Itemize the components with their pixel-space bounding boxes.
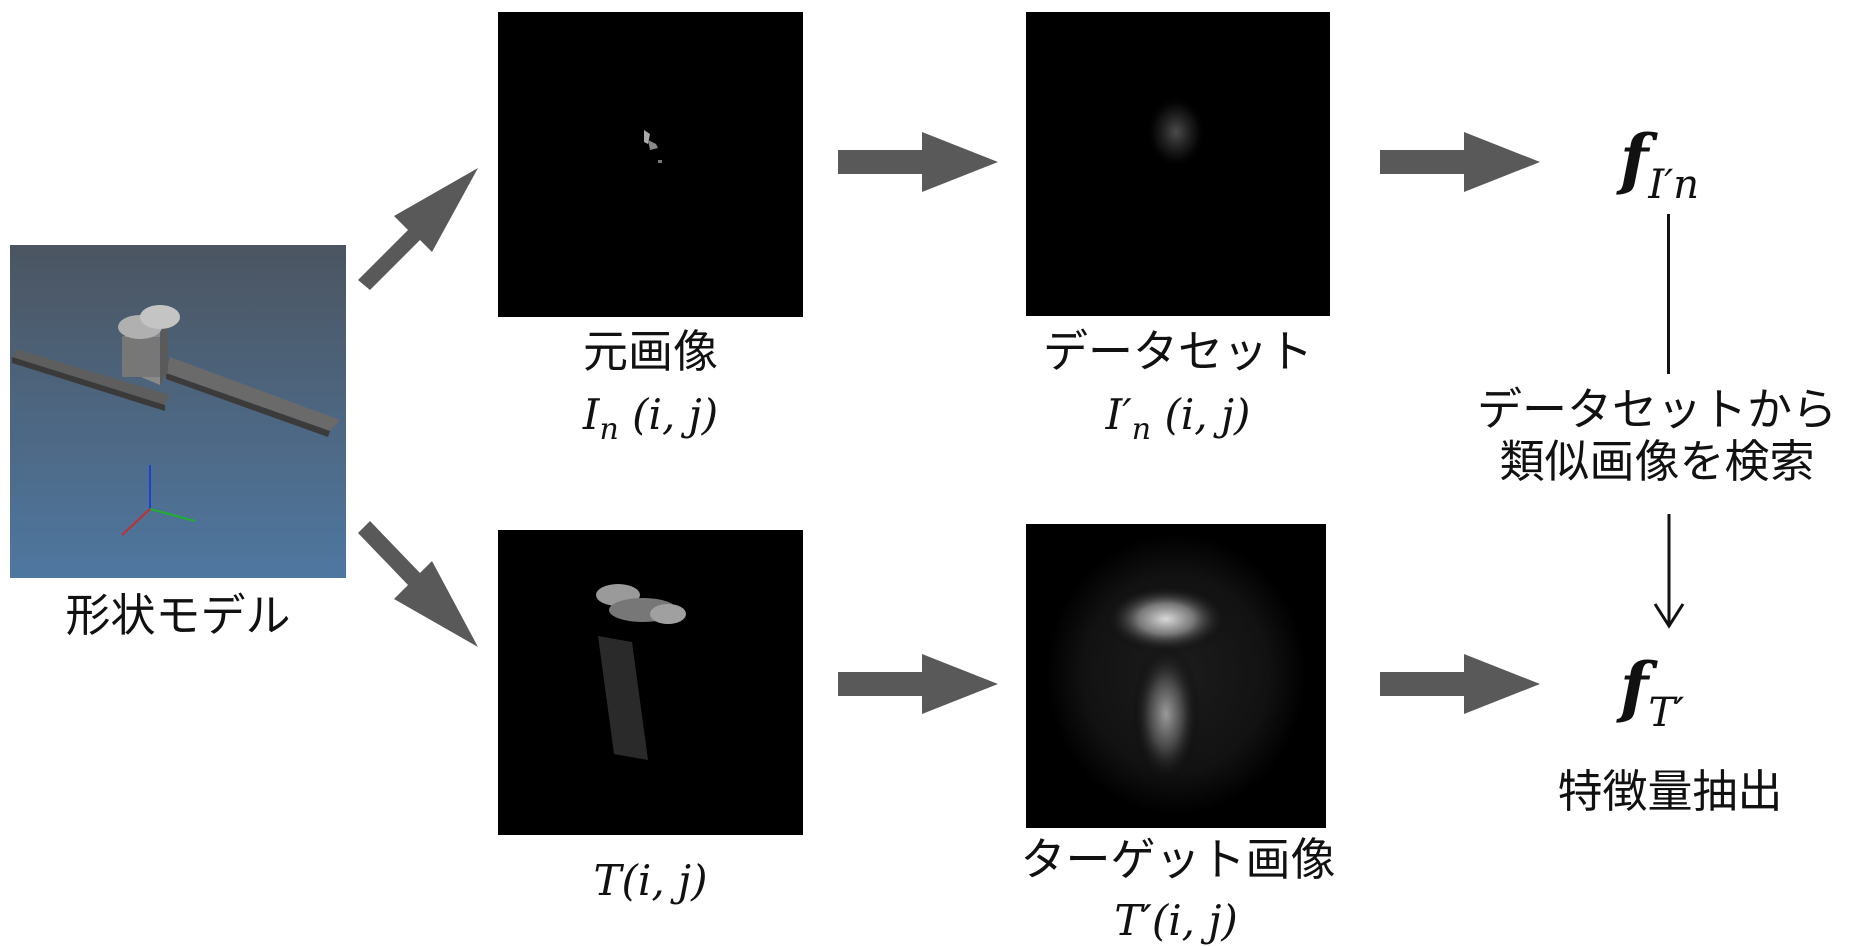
- original-formula: In (i, j): [582, 390, 719, 447]
- dataset-image: [1026, 12, 1330, 316]
- template-image: [498, 530, 803, 835]
- arrow-to-original: [358, 168, 478, 290]
- search-text-line1: データセットから: [1476, 383, 1837, 436]
- arrow-template-to-target: [838, 654, 998, 714]
- target-label: ターゲット画像: [1020, 833, 1336, 886]
- dataset-label: データセット: [1042, 325, 1313, 378]
- arrow-to-template: [358, 521, 478, 647]
- original-label: 元画像: [582, 325, 718, 378]
- feature-dataset: fI′n: [1620, 120, 1700, 208]
- arrow-target-to-feature: [1380, 654, 1540, 714]
- search-text-line2: 類似画像を検索: [1499, 435, 1815, 488]
- target-formula: T′(i, j): [1114, 896, 1238, 945]
- search-text: データセットから 類似画像を検索: [1460, 384, 1854, 488]
- original-image: [498, 12, 803, 317]
- template-formula: T(i, j): [593, 856, 708, 905]
- shape-model-label: 形状モデル: [65, 589, 291, 642]
- dataset-formula: I′n (i, j): [1105, 390, 1251, 447]
- search-arrow-down: [1653, 514, 1685, 629]
- arrow-original-to-dataset: [838, 132, 998, 192]
- target-image: [1026, 524, 1326, 828]
- extract-label: 特徴量抽出: [1557, 765, 1783, 818]
- shape-model-image: [10, 245, 346, 578]
- feature-target: fT′: [1620, 648, 1685, 736]
- arrow-dataset-to-feature: [1380, 132, 1540, 192]
- search-connector-top: [1667, 214, 1670, 374]
